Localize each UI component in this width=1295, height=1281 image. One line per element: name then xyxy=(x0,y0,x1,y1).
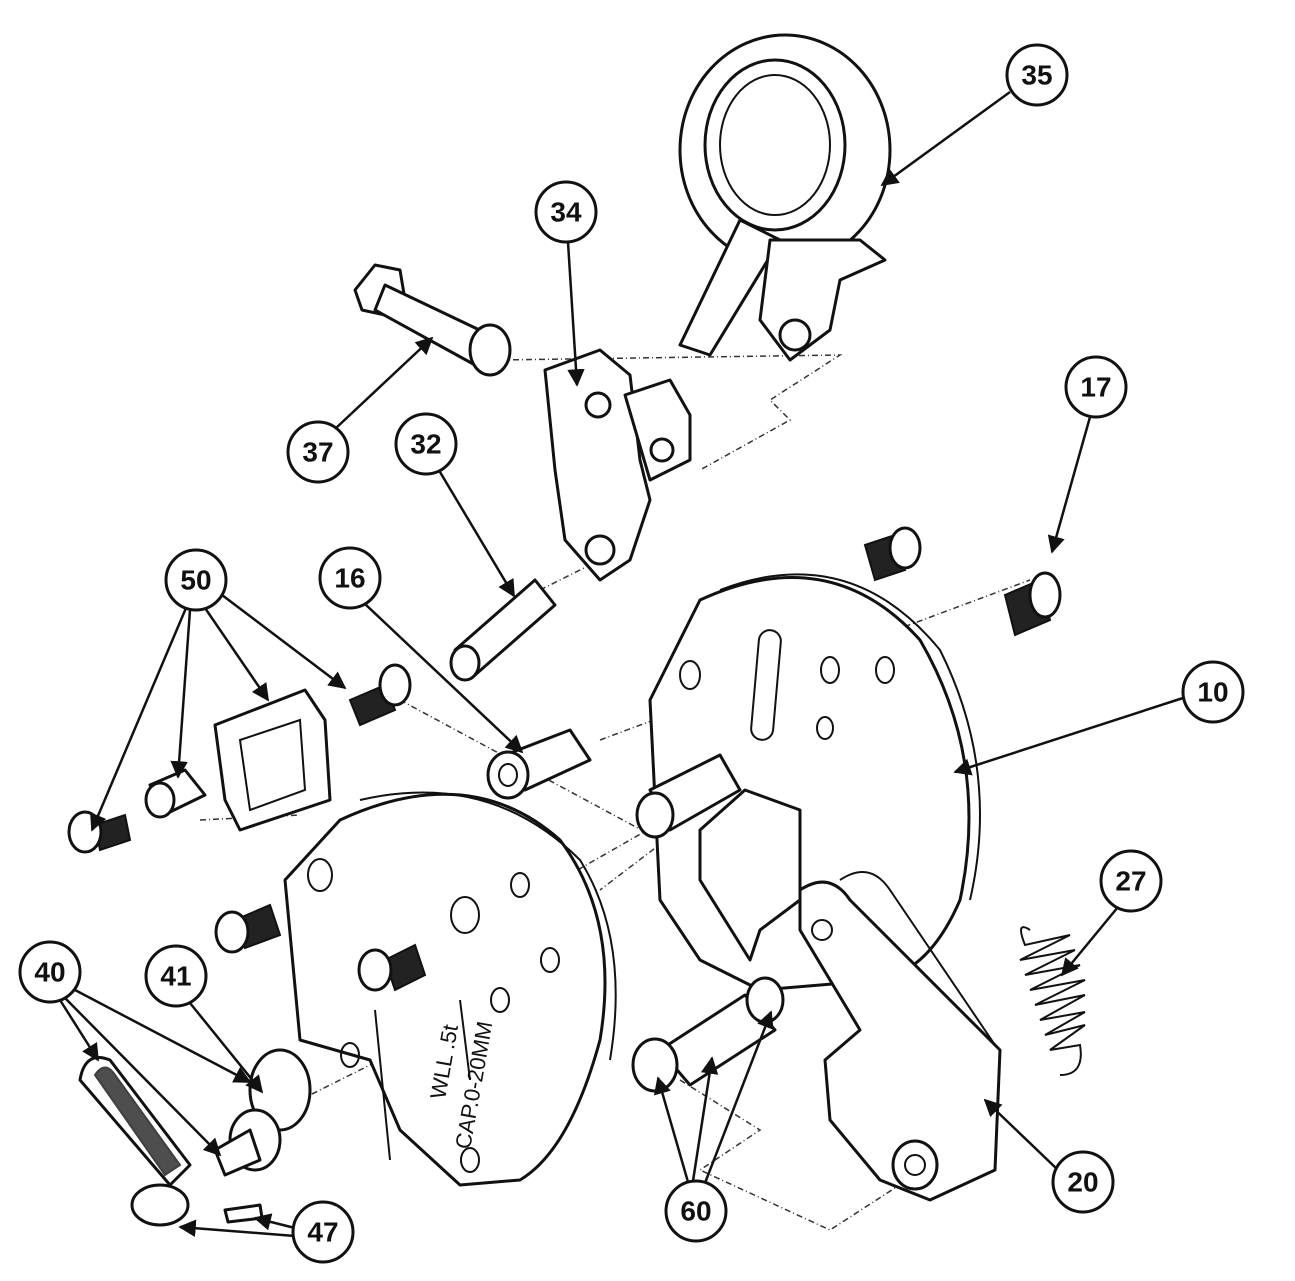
callout-label: 34 xyxy=(550,197,582,228)
part-34-clevis xyxy=(543,348,692,582)
callout-60: 60 xyxy=(664,1179,728,1243)
callout-label: 17 xyxy=(1080,372,1111,403)
callout-50: 50 xyxy=(164,548,228,612)
front-plate: WLL .5t CAP.0-20MM xyxy=(214,791,617,1187)
callout-35: 35 xyxy=(1005,43,1069,107)
part-40-handle xyxy=(78,1048,312,1227)
callout-34: 34 xyxy=(534,180,598,244)
callout-label: 32 xyxy=(410,429,441,460)
callout-16: 16 xyxy=(318,546,382,610)
part-60-shaft xyxy=(631,976,785,1093)
callout-32: 32 xyxy=(394,412,458,476)
callout-label: 50 xyxy=(180,565,211,596)
callout-37: 37 xyxy=(286,420,350,484)
callout-label: 27 xyxy=(1115,866,1146,897)
callout-label: 10 xyxy=(1197,677,1228,708)
callout-label: 47 xyxy=(307,1217,338,1248)
part-20-arm xyxy=(798,871,1002,1202)
callout-41: 41 xyxy=(144,944,208,1008)
callout-27: 27 xyxy=(1099,849,1163,913)
part-50-clip xyxy=(67,663,412,854)
part-35-ring xyxy=(678,33,892,362)
callout-label: 40 xyxy=(34,957,65,988)
part-32-pin xyxy=(449,578,557,682)
callout-label: 37 xyxy=(302,437,333,468)
callout-20: 20 xyxy=(1051,1150,1115,1214)
part-27-spring xyxy=(1019,926,1086,1076)
callout-label: 60 xyxy=(680,1196,711,1227)
part-37-bolt xyxy=(353,263,512,377)
leader-arrows xyxy=(58,90,1184,1238)
callout-10: 10 xyxy=(1181,660,1245,724)
part-16-spacer xyxy=(486,728,592,800)
callout-label: 20 xyxy=(1067,1167,1098,1198)
callout-47: 47 xyxy=(291,1200,355,1264)
callout-label: 41 xyxy=(160,961,191,992)
callout-40: 40 xyxy=(18,940,82,1004)
callout-label: 16 xyxy=(334,563,365,594)
part-17-screws xyxy=(863,526,1062,637)
callout-17: 17 xyxy=(1064,355,1128,419)
callout-label: 35 xyxy=(1021,60,1052,91)
